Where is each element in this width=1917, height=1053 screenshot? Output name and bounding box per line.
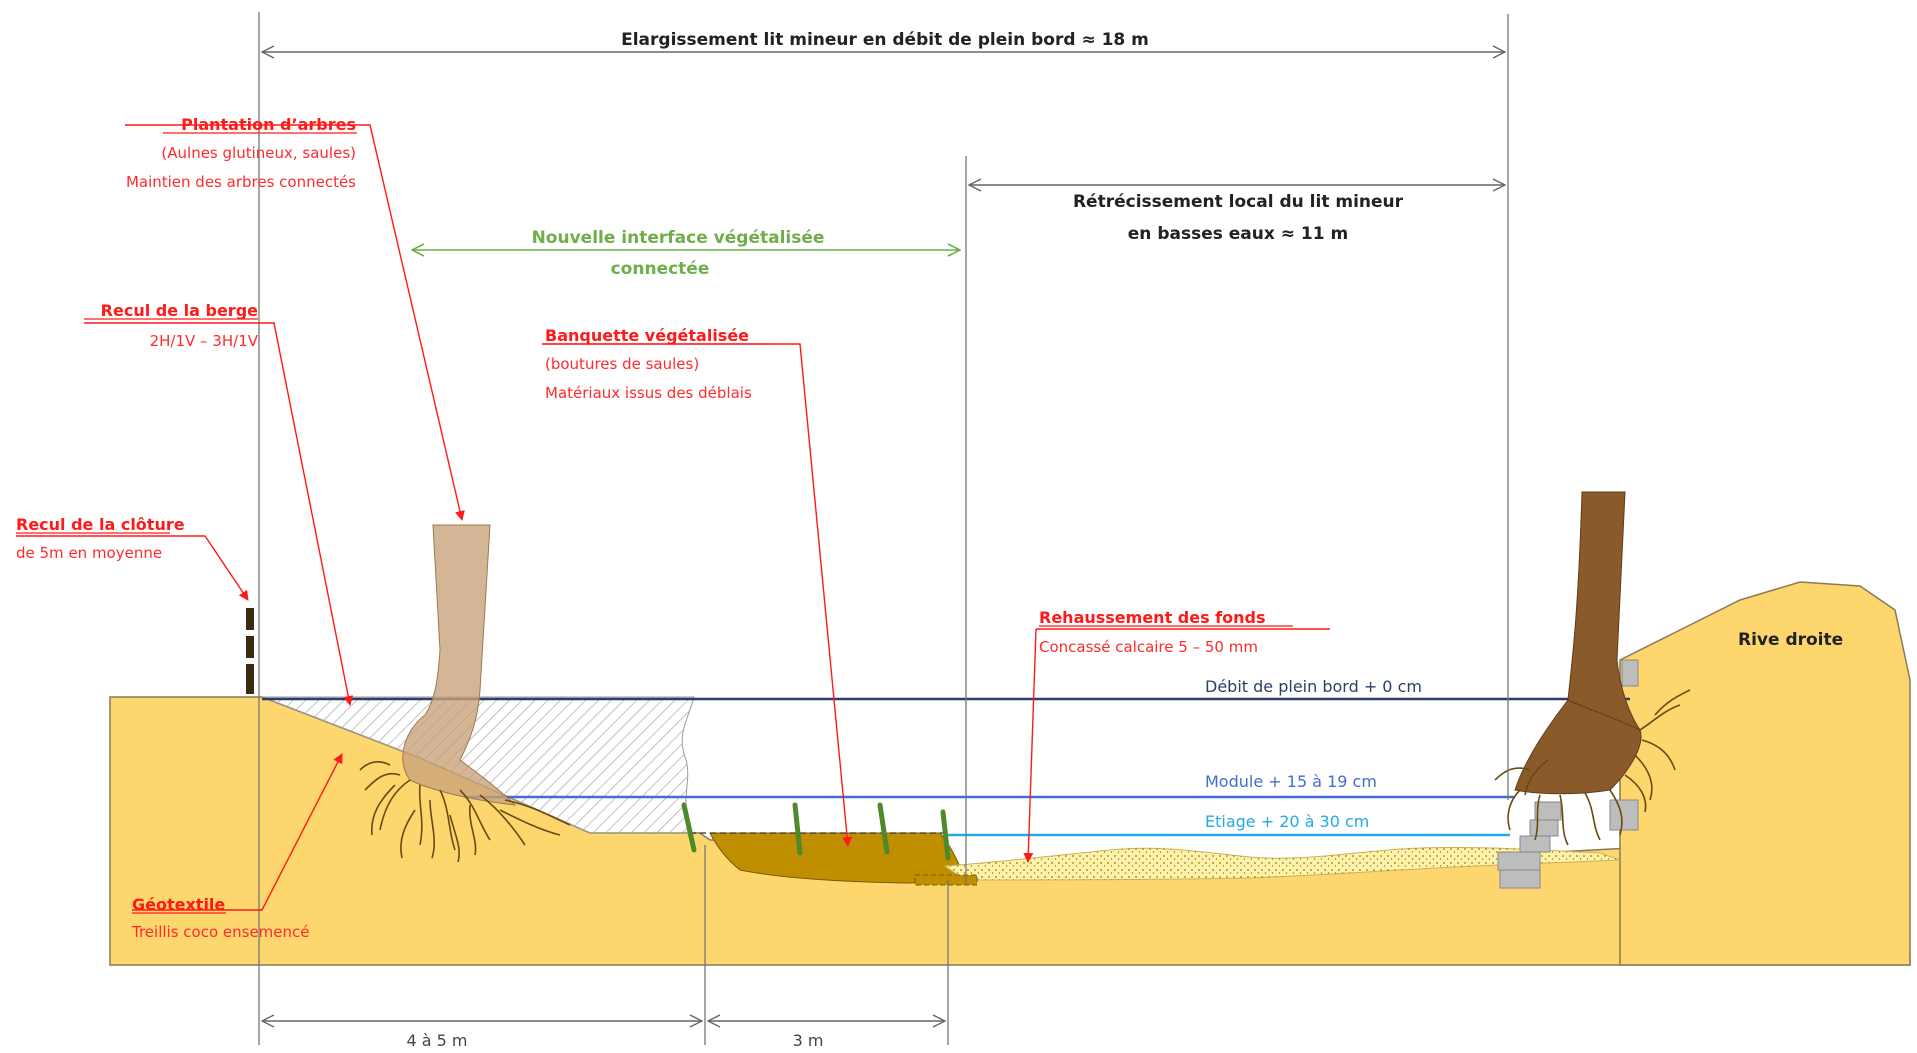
leader-bed-raise-arrow (1023, 628, 1037, 863)
label-water-bankfull: Débit de plein bord + 0 cm (1205, 677, 1422, 696)
label-tree-planting-line2: Maintien des arbres connectés (126, 173, 356, 191)
label-fence-setback-title: Recul de la clôture (16, 515, 185, 534)
label-dim-4a5: 4 à 5 m (406, 1031, 467, 1050)
toe-block-3 (1529, 819, 1559, 837)
willow-cuttings (681, 802, 951, 861)
label-bench-line2: Matériaux issus des déblais (545, 384, 752, 402)
bench-toe-block (914, 874, 978, 886)
label-dim-3m: 3 m (793, 1031, 824, 1050)
label-water-module: Module + 15 à 19 cm (1205, 772, 1377, 791)
label-geotextile-line1: Treillis coco ensemencé (131, 923, 310, 941)
toe-block-4 (1534, 801, 1562, 821)
label-bench-line1: (boutures de saules) (545, 355, 699, 373)
leader-fence-setback (16, 535, 249, 601)
label-water-low: Etiage + 20 à 30 cm (1205, 812, 1369, 831)
label-bed-raise-line1: Concassé calcaire 5 – 50 mm (1039, 638, 1258, 656)
label-bed-raise-title: Rehaussement des fonds (1039, 608, 1266, 627)
label-tree-planting-line1: (Aulnes glutineux, saules) (161, 144, 356, 162)
label-geotextile-title: Géotextile (132, 895, 225, 914)
label-interface-line1: Nouvelle interface végétalisée (532, 228, 825, 248)
bench-shape (709, 832, 966, 884)
tree-roots-left (359, 760, 571, 863)
label-narrowing-line1: Rétrécissement local du lit mineur (1073, 192, 1404, 212)
leader-geotextile (132, 753, 343, 911)
right-bank-hill (1619, 581, 1911, 966)
wall-block-1 (1621, 659, 1639, 687)
label-narrowing-line2: en basses eaux ≈ 11 m (1128, 224, 1348, 244)
label-bench-title: Banquette végétalisée (545, 326, 749, 345)
fence-post (246, 608, 254, 694)
tree-trunk-left (402, 524, 517, 806)
label-tree-planting-title: Plantation d’arbres (181, 115, 356, 134)
label-bank-setback-line1: 2H/1V – 3H/1V (150, 332, 259, 350)
label-top-width: Elargissement lit mineur en débit de ple… (621, 30, 1149, 50)
title-underlines (16, 132, 1293, 914)
leader-bank-setback (84, 322, 354, 706)
tree-roots-right (1494, 689, 1691, 846)
wall-block-3 (1499, 869, 1541, 889)
label-bank-setback-title: Recul de la berge (101, 301, 258, 320)
toe-block-1 (1497, 851, 1541, 871)
label-interface-line2: connectée (611, 259, 710, 279)
label-fence-setback-line1: de 5m en moyenne (16, 544, 162, 562)
wall-block-2 (1609, 799, 1639, 831)
tree-base-right (1514, 699, 1642, 795)
label-right-bank: Rive droite (1738, 630, 1843, 650)
gravel-texture (945, 847, 1620, 880)
leader-tree-planting (125, 124, 465, 521)
